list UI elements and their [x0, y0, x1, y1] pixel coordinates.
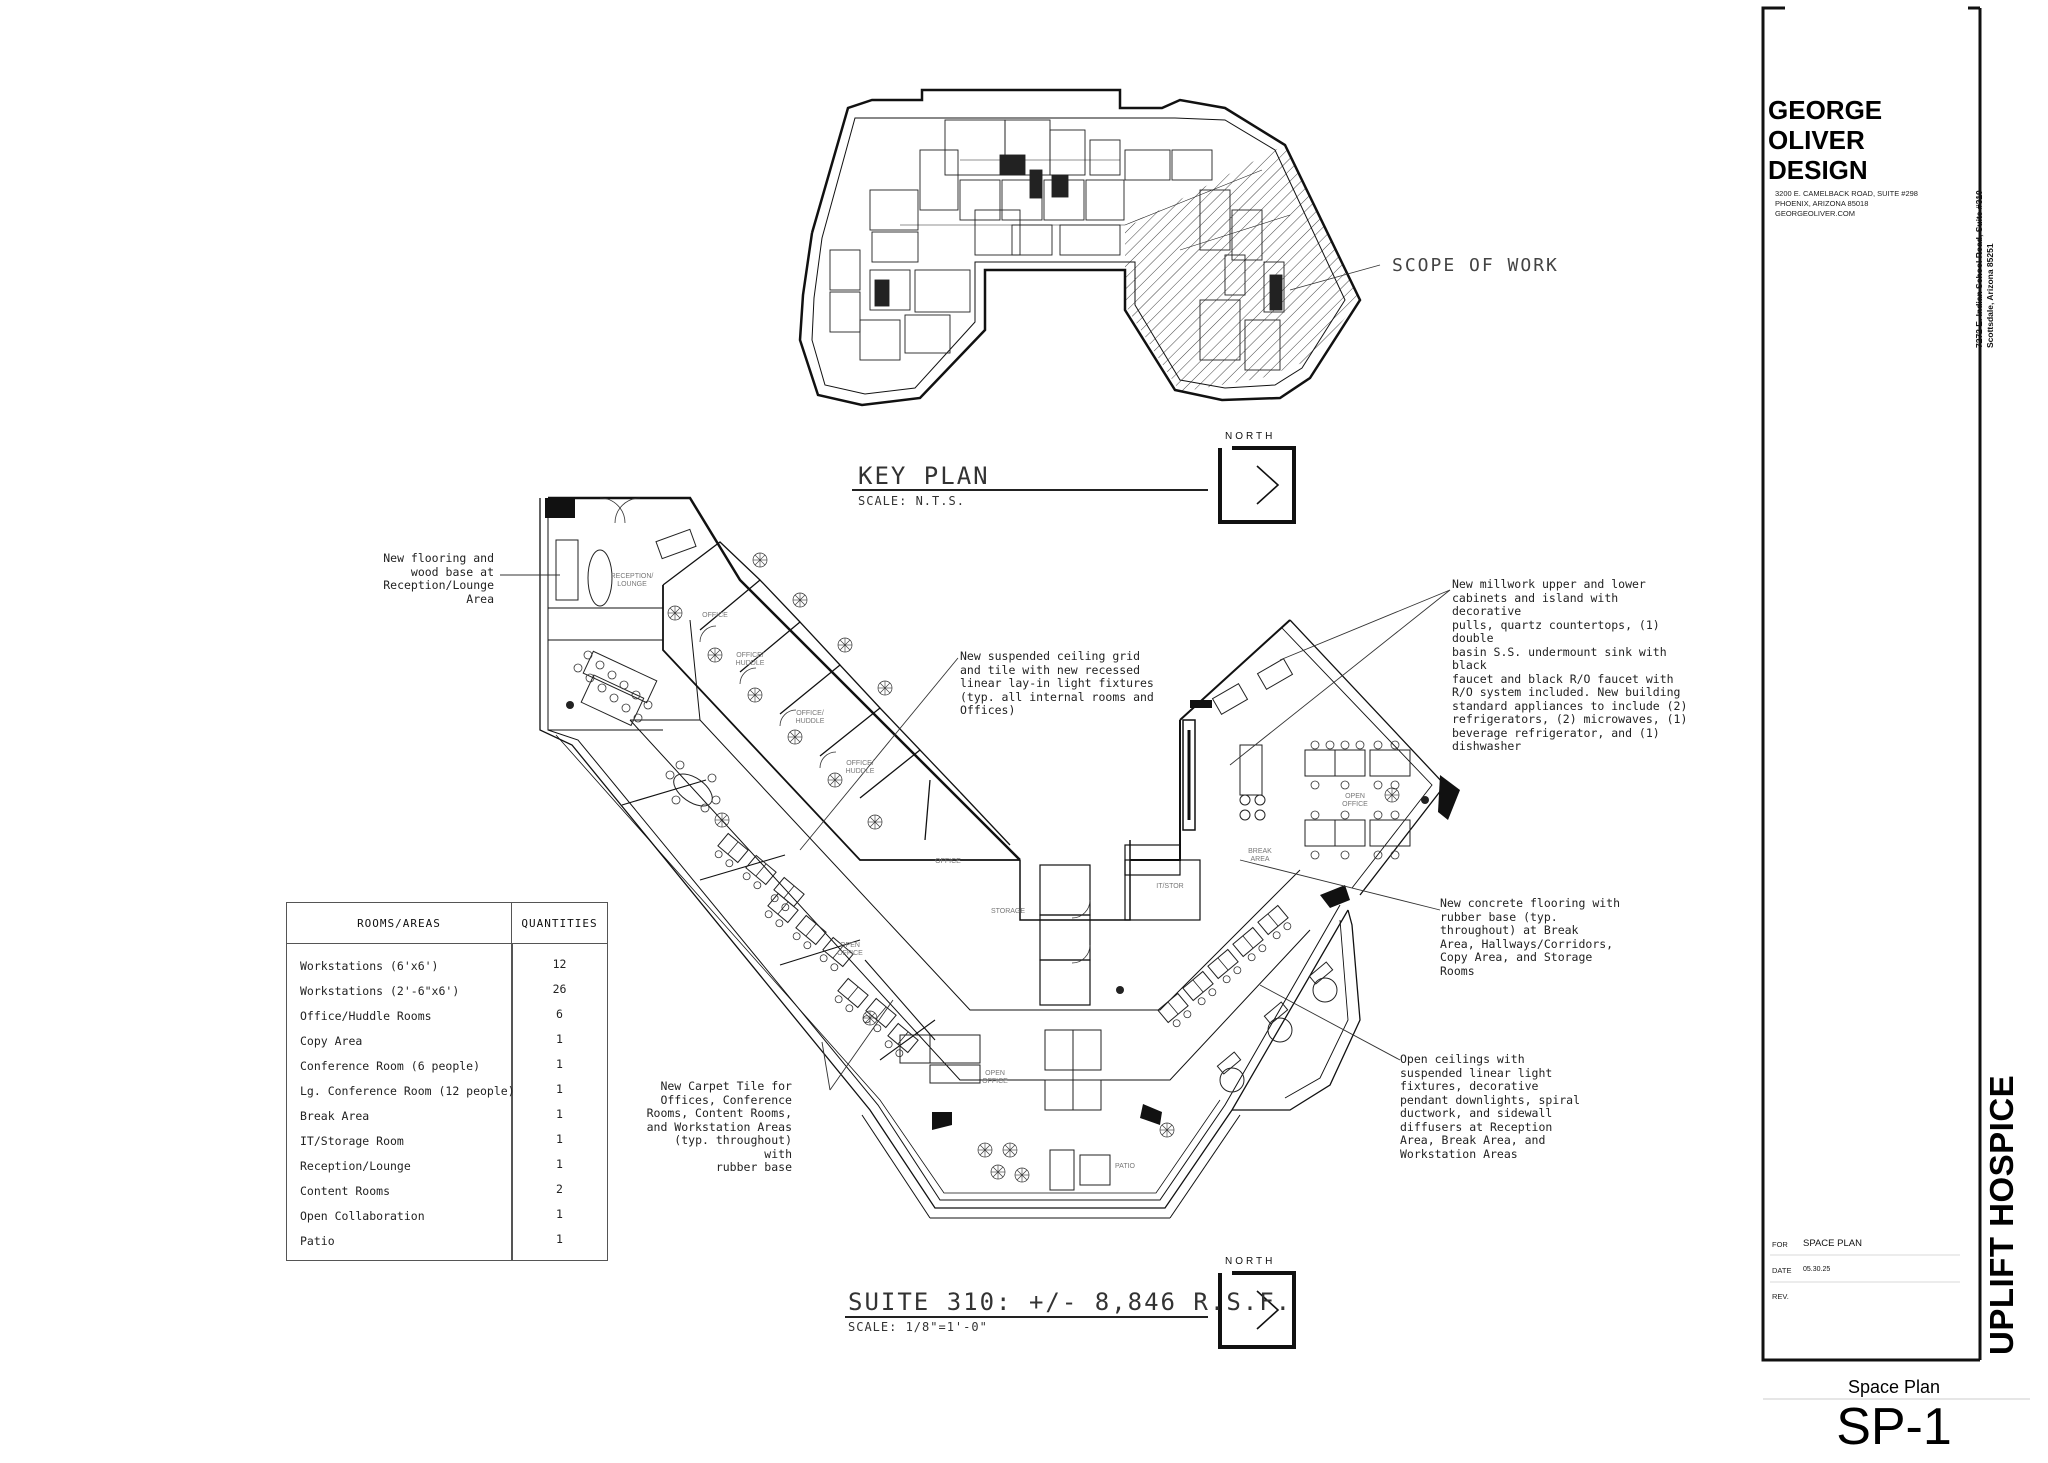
room-label-office-huddle-1: OFFICE/ HUDDLE — [735, 652, 765, 667]
callout-reception-flooring: New flooring and wood base at Reception/… — [383, 551, 494, 606]
sheet-number: SP-1 — [1836, 1398, 1952, 1456]
table-row: Conference Room (6 people)1 — [300, 1057, 563, 1073]
table-header-rooms: ROOMS/AREAS — [287, 903, 512, 944]
room-label-storage: STORAGE — [990, 908, 1026, 915]
table-row: Lg. Conference Room (12 people)1 — [300, 1082, 563, 1098]
room-label-office-2: OFFICE — [935, 858, 961, 865]
table-header-quantities: QUANTITIES — [512, 903, 607, 944]
date-value: 05.30.25 — [1803, 1266, 1831, 1273]
callout-leaders — [500, 574, 1451, 1091]
key-plan-scale: SCALE: N.T.S. — [858, 494, 965, 508]
suite-plan-north-arrow-icon — [1218, 1271, 1296, 1349]
room-label-office-huddle-3: OFFICE/ HUDDLE — [845, 760, 875, 775]
rooms-quantities-table: ROOMS/AREAS QUANTITIES Workstations (6'x… — [286, 902, 608, 1261]
firm-address: 3200 E. CAMELBACK ROAD, SUITE #298 PHOEN… — [1775, 189, 1918, 218]
table-row: Workstations (2'-6"x6')26 — [300, 982, 567, 998]
room-label-open-office-3: OPEN OFFICE — [1342, 793, 1368, 808]
project-name: UPLIFT HOSPICE — [1983, 1074, 2020, 1355]
room-label-reception: RECEPTION/ LOUNGE — [610, 573, 654, 588]
key-plan-title: KEY PLAN — [858, 462, 990, 490]
rev-label: REV. — [1772, 1292, 1789, 1301]
table-row: Workstations (6'x6')12 — [300, 957, 567, 973]
room-label-it-stor: IT/STOR — [1156, 883, 1184, 890]
suite-plan-scale: SCALE: 1/8"=1'-0" — [848, 1320, 988, 1334]
firm-logo: GEORGE OLIVER DESIGN — [1768, 95, 1883, 185]
room-label-break-area: BREAK AREA — [1248, 848, 1272, 863]
room-label-office-huddle-2: OFFICE/ HUDDLE — [795, 710, 825, 725]
for-label: FOR — [1772, 1240, 1788, 1249]
callout-open-ceilings: Open ceilings with suspended linear ligh… — [1400, 1052, 1581, 1161]
for-value: SPACE PLAN — [1803, 1238, 1862, 1249]
suite-plan-title: SUITE 310: +/- 8,846 R.S.F. — [848, 1288, 1293, 1316]
date-label: DATE — [1772, 1266, 1792, 1275]
room-label-open-office-2: OPEN OFFICE — [982, 1070, 1008, 1085]
suite-plan-north-label: NORTH — [1225, 1256, 1276, 1267]
title-block-frame — [1761, 6, 2030, 1400]
callout-millwork: New millwork upper and lower cabinets an… — [1452, 577, 1688, 753]
conference-table — [580, 650, 658, 727]
key-plan-north-arrow-icon — [1218, 446, 1296, 524]
callout-carpet-tile: New Carpet Tile for Offices, Conference … — [646, 1079, 792, 1174]
callout-concrete-flooring: New concrete flooring with rubber base (… — [1440, 896, 1621, 978]
sheet-name: Space Plan — [1847, 1377, 1941, 1397]
callout-suspended-ceiling: New suspended ceiling grid and tile with… — [960, 649, 1154, 717]
room-label-open-office-1: OPEN OFFICE — [837, 942, 863, 957]
room-label-office-1: OFFICE — [702, 612, 728, 619]
room-label-patio: PATIO — [1115, 1163, 1135, 1170]
suite-plan-drawing — [539, 496, 1460, 1219]
scope-of-work-label: SCOPE OF WORK — [1392, 255, 1559, 276]
key-plan-drawing — [798, 88, 1381, 407]
key-plan-north-label: NORTH — [1225, 431, 1276, 442]
project-address: 7272 E. Indian School Road, Suite #310 S… — [1974, 190, 1995, 348]
